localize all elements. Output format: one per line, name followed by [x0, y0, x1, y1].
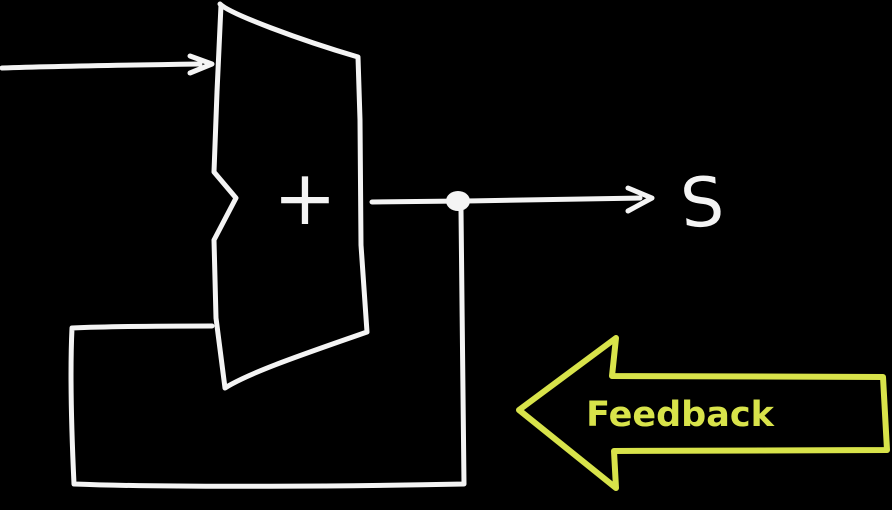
- feedback-label: Feedback: [586, 395, 774, 435]
- input-line: [0, 61, 203, 71]
- output-wire: S: [369, 163, 727, 245]
- output-label: S: [678, 163, 727, 245]
- junction-dot: [446, 191, 470, 211]
- adder-outline: [211, 1, 370, 391]
- input-wire: [0, 53, 215, 76]
- adder-block: +: [211, 1, 370, 391]
- feedback-arrow-outline: [516, 335, 890, 491]
- output-arrowhead: [625, 185, 655, 214]
- input-arrowhead: [187, 53, 215, 76]
- feedback-loop-wire: [68, 207, 467, 489]
- output-line: [369, 195, 643, 205]
- adder-operator-symbol: +: [273, 153, 337, 242]
- feedback-callout: Feedback: [516, 335, 890, 491]
